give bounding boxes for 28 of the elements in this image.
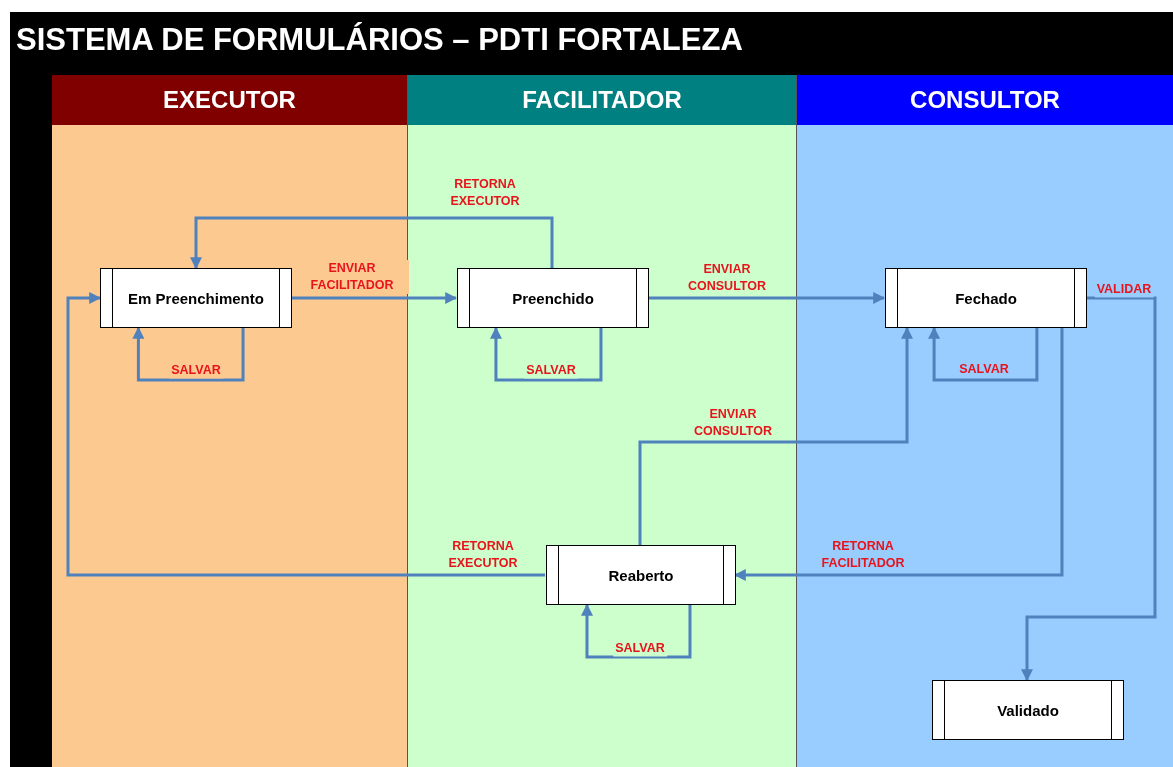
- lane-header: CONSULTOR: [797, 75, 1173, 125]
- lane-header: EXECUTOR: [52, 75, 407, 125]
- arrow: [489, 326, 603, 382]
- arrow: [190, 216, 554, 270]
- process-box: [546, 545, 736, 605]
- process-box: [100, 268, 292, 328]
- process-box: [885, 268, 1087, 328]
- arrow: [132, 326, 245, 382]
- process-label: Em Preenchimento: [128, 289, 264, 307]
- process-label: Preenchido: [512, 289, 594, 307]
- arrow: [648, 292, 886, 304]
- process-label: Reaberto: [608, 566, 674, 584]
- swimlane: [52, 75, 407, 767]
- diagram-title: SISTEMA DE FORMULÁRIOS – PDTI FORTALEZA: [16, 22, 743, 58]
- arrow: [292, 292, 458, 304]
- arrow: [581, 603, 692, 659]
- lane-header: FACILITADOR: [408, 75, 796, 125]
- process-label: Fechado: [955, 289, 1017, 307]
- arrow: [928, 326, 1039, 382]
- arrow: [66, 292, 545, 577]
- process-box: [932, 680, 1124, 740]
- process-label: Validado: [997, 701, 1059, 719]
- swimlane: [796, 75, 1173, 767]
- arrow: [733, 328, 1064, 581]
- process-box: [457, 268, 649, 328]
- swimlane: [407, 75, 796, 767]
- arrow: [638, 326, 914, 545]
- arrow: [1021, 296, 1157, 682]
